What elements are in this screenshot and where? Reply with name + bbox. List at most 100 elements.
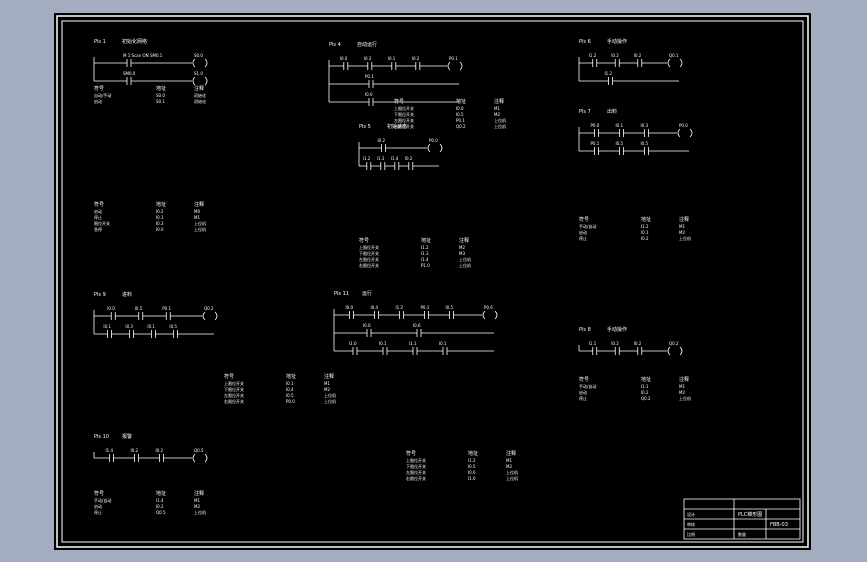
coil-gap xyxy=(192,77,208,85)
contact-label: I1.2 xyxy=(589,53,597,58)
network-note: 报警 xyxy=(122,433,132,440)
network-label: Pls 7 xyxy=(579,109,591,115)
symbol-table-cell: 停止 xyxy=(579,235,587,241)
contact-gap xyxy=(369,98,373,106)
symbol-table-cell: M1 xyxy=(506,458,512,463)
coil-label: Q0.1 xyxy=(669,53,679,58)
symbol-table-cell: 右限位开关 xyxy=(359,262,379,268)
symbol-table-header: 符号 xyxy=(579,376,589,383)
symbol-table-header: 符号 xyxy=(579,216,589,223)
contact-label: I0.0 xyxy=(346,305,354,310)
contact-label: I1.2 xyxy=(363,156,371,161)
symbol-table-cell: 上限位开关 xyxy=(406,457,426,463)
symbol-table-cell: 上位机 xyxy=(494,117,506,123)
symbol-table-cell: 左限位开关 xyxy=(394,117,414,123)
coil-gap xyxy=(667,347,683,355)
network-note: 手动操作 xyxy=(607,326,627,333)
coil-symbol xyxy=(192,76,196,86)
symbol-table-cell: M3 xyxy=(459,251,465,256)
contact-label: I1.1 xyxy=(589,341,597,346)
symbol-table-cell: 上位机 xyxy=(324,398,336,404)
symbol-table-cell: I0.1 xyxy=(286,381,294,386)
coil-symbol xyxy=(689,128,693,138)
coil-gap xyxy=(667,59,683,67)
contact-gap xyxy=(109,454,114,462)
contact-gap xyxy=(449,311,454,319)
contact-gap xyxy=(138,312,143,320)
coil-symbol xyxy=(204,76,208,86)
contact-gap xyxy=(134,454,139,462)
coil-symbol xyxy=(482,310,486,320)
coil-gap xyxy=(192,454,208,462)
contact-gap xyxy=(369,80,373,88)
contact-label: I1.2 xyxy=(605,71,613,76)
network-note: 出料 xyxy=(607,108,617,115)
network-label: Pls 5 xyxy=(359,124,371,130)
coil-label: Q0.2 xyxy=(204,306,214,311)
symbol-table-cell: I1.2 xyxy=(641,224,649,229)
symbol-table-cell: M2 xyxy=(494,112,500,117)
coil-label: P0.0 xyxy=(429,138,438,143)
symbol-table-cell: M1 xyxy=(679,384,685,389)
coil-symbol xyxy=(667,346,671,356)
contact-label: I0.5 xyxy=(169,324,177,329)
contact-gap xyxy=(394,162,399,170)
contact-label: I0.0 xyxy=(365,92,373,97)
symbol-table-cell: Q0.5 xyxy=(156,510,166,515)
symbol-table-header: 地址 xyxy=(156,201,166,208)
symbol-table-header: 地址 xyxy=(641,376,651,383)
symbol-table-cell: M2 xyxy=(459,245,465,250)
symbol-table-cell: I0.2 xyxy=(156,209,164,214)
symbol-table-cell: I1.4 xyxy=(156,498,164,503)
title-block-label: PLC梯形图 xyxy=(738,511,762,518)
contact-label: I1.2 xyxy=(396,305,404,310)
contact-gap xyxy=(127,77,131,85)
symbol-table-cell: M2 xyxy=(679,230,685,235)
network-note: 运行 xyxy=(362,290,372,297)
inner-border xyxy=(61,20,804,543)
symbol-table-cell: 下限位开关 xyxy=(359,250,379,256)
coil-symbol xyxy=(427,143,431,153)
symbol-table-cell: 左限位开关 xyxy=(224,392,244,398)
symbol-table-cell: 上限位开关 xyxy=(359,244,379,250)
contact-gap xyxy=(615,347,620,355)
symbol-table-cell: 自动/手动 xyxy=(94,92,111,98)
symbol-table-cell: M1 xyxy=(679,224,685,229)
symbol-table-cell: 右限位开关 xyxy=(224,398,244,404)
symbol-table-cell: 启动 xyxy=(579,389,587,395)
coil-gap xyxy=(482,311,498,319)
contact-label: I0.2 xyxy=(405,156,413,161)
network-label: Pls 1 xyxy=(94,39,106,45)
contact-label: I0.6 xyxy=(413,323,421,328)
contact-gap xyxy=(594,129,599,137)
coil-label: S0.0 xyxy=(194,53,203,58)
symbol-table-cell: S0.0 xyxy=(156,93,165,98)
symbol-table-header: 符号 xyxy=(94,85,104,92)
contact-gap xyxy=(366,162,371,170)
network-label: Pls 11 xyxy=(334,291,349,297)
contact-label: I0.4 xyxy=(371,305,379,310)
symbol-table-cell: I0.5 xyxy=(468,464,476,469)
contact-label: I0.2 xyxy=(412,56,420,61)
contact-label: I1.1 xyxy=(409,341,417,346)
symbol-table-cell: 限位开关 xyxy=(94,220,110,226)
contact-label: P0.1 xyxy=(365,74,374,79)
coil-symbol xyxy=(192,453,196,463)
network-label: Pls 10 xyxy=(94,434,109,440)
symbol-table-cell: I0.5 xyxy=(456,112,464,117)
coil-symbol xyxy=(679,346,683,356)
contact-gap xyxy=(408,162,413,170)
contact-gap xyxy=(367,62,372,70)
symbol-table-cell: 下限位开关 xyxy=(394,111,414,117)
symbol-table-cell: Q0.2 xyxy=(641,396,651,401)
contact-gap xyxy=(413,347,417,355)
contact-gap xyxy=(399,311,404,319)
network-note: 手动操作 xyxy=(607,38,627,45)
